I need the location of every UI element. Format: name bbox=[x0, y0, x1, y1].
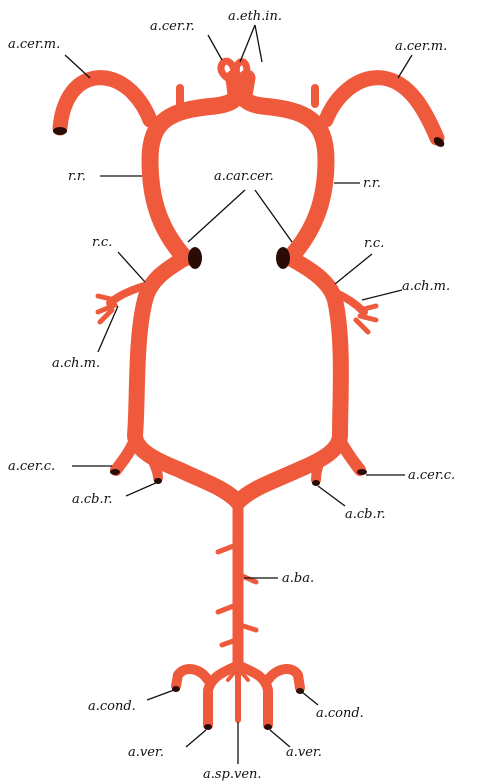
right-cb-r-artery bbox=[316, 455, 322, 480]
leader-a-cb-r-left bbox=[126, 482, 158, 496]
left-cond-end bbox=[172, 686, 180, 692]
label-a-ch-m-right: a.ch.m. bbox=[402, 279, 450, 294]
leader-a-cer-m-right bbox=[398, 55, 412, 78]
vessel-ends bbox=[53, 127, 446, 730]
right-car-cer-lumen bbox=[276, 247, 290, 269]
label-a-ver-right: a.ver. bbox=[286, 745, 322, 760]
label-r-c-left: r.c. bbox=[92, 235, 112, 250]
label-a-car-cer: a.car.cer. bbox=[214, 169, 274, 184]
right-cb-r-end bbox=[312, 480, 320, 486]
label-r-r-right: r.r. bbox=[363, 176, 381, 191]
leader-a-eth-in-1 bbox=[240, 25, 255, 62]
leader-a-car-cer-2 bbox=[255, 190, 292, 242]
label-a-cer-m-right: a.cer.m. bbox=[395, 39, 447, 54]
left-cer-c-artery bbox=[116, 440, 135, 470]
left-cer-c-end bbox=[110, 469, 120, 475]
label-r-c-right: r.c. bbox=[364, 236, 384, 251]
label-a-ch-m-left: a.ch.m. bbox=[52, 356, 100, 371]
leader-a-ver-left bbox=[186, 730, 206, 747]
left-cb-r-artery bbox=[150, 455, 158, 478]
leader-a-ch-m-right bbox=[362, 290, 402, 300]
label-a-cer-r: a.cer.r. bbox=[150, 19, 195, 34]
right-cer-c-end bbox=[357, 469, 367, 475]
right-cer-m-artery bbox=[326, 78, 437, 138]
leader-a-cb-r-right bbox=[318, 486, 345, 506]
left-condylar-artery bbox=[176, 669, 208, 686]
leader-a-cond-left bbox=[147, 690, 174, 700]
label-a-cb-r-left: a.cb.r. bbox=[72, 492, 113, 507]
right-ch-m-twig-3 bbox=[356, 320, 368, 332]
label-r-r-left: r.r. bbox=[68, 169, 86, 184]
leader-r-c-right bbox=[335, 254, 372, 284]
left-cer-m-end bbox=[53, 127, 67, 135]
label-a-cer-c-right: a.cer.c. bbox=[408, 468, 455, 483]
leader-r-c-left bbox=[118, 252, 145, 282]
left-ver-end bbox=[204, 724, 212, 730]
left-ring-artery bbox=[150, 78, 236, 258]
leader-a-cond-right bbox=[302, 692, 318, 705]
label-a-ba: a.ba. bbox=[282, 571, 314, 586]
leader-a-cer-r bbox=[208, 35, 222, 60]
right-posterior-ring-artery bbox=[238, 258, 341, 502]
label-a-sp-ven: a.sp.ven. bbox=[203, 767, 262, 782]
right-ch-m-twig-2 bbox=[360, 316, 376, 320]
cer-r-loop-left bbox=[221, 61, 234, 82]
label-a-cb-r-right: a.cb.r. bbox=[345, 507, 386, 522]
right-condylar-artery bbox=[268, 669, 300, 688]
label-a-eth-in: a.eth.in. bbox=[228, 9, 282, 24]
right-ver-end bbox=[264, 724, 272, 730]
leader-a-eth-in-2 bbox=[255, 25, 262, 62]
label-a-cond-right: a.cond. bbox=[316, 706, 364, 721]
label-a-cer-m-left: a.cer.m. bbox=[8, 37, 60, 52]
label-a-ver-left: a.ver. bbox=[128, 745, 164, 760]
leader-a-car-cer-1 bbox=[188, 190, 245, 242]
right-cer-c-artery bbox=[340, 440, 360, 470]
leader-a-cer-m-left bbox=[65, 55, 90, 78]
left-car-cer-lumen bbox=[188, 247, 202, 269]
label-a-cer-c-left: a.cer.c. bbox=[8, 459, 55, 474]
arteries bbox=[60, 61, 437, 725]
left-cer-m-artery bbox=[60, 78, 150, 128]
label-a-cond-left: a.cond. bbox=[88, 699, 136, 714]
